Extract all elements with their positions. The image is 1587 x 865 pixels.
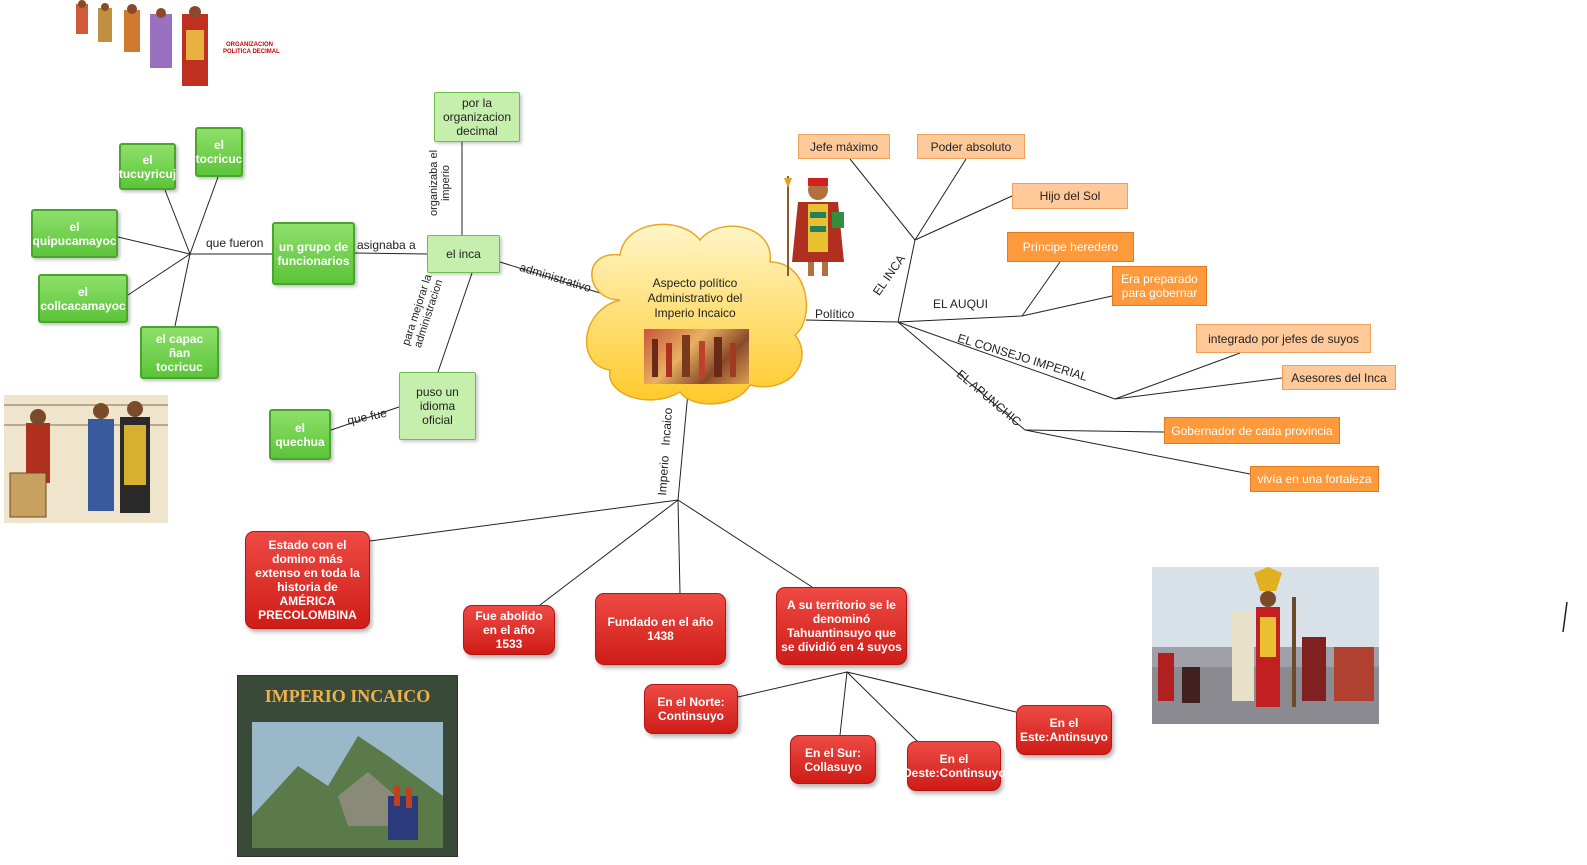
decimal-organization-figures-image: ORGANIZACION POLITICA DECIMAL [68, 0, 298, 96]
label-que-fueron: que fueron [206, 236, 264, 250]
label-asignaba: asignaba a [357, 238, 416, 252]
node-fue-abolido[interactable]: Fue abolido en el año 1533 [463, 605, 555, 655]
node-funcionarios[interactable]: un grupo de funcionarios [272, 222, 355, 285]
logo-caption-line-1: ORGANIZACION [226, 42, 273, 48]
node-gobernador-provincia[interactable]: Gobernador de cada provincia [1164, 417, 1340, 444]
node-principe-heredero[interactable]: Príncipe heredero [1007, 232, 1134, 262]
imperio-incaico-book-image: IMPERIO INCAICO [237, 675, 458, 857]
node-integrado-jefes[interactable]: integrado por jefes de suyos [1196, 324, 1371, 353]
inca-ceremony-image [1152, 567, 1379, 724]
node-estado-dominio[interactable]: Estado con el domino más extenso en toda… [245, 531, 370, 629]
node-fundado[interactable]: Fundado en el año 1438 [595, 593, 726, 665]
node-este[interactable]: En el Este:Antinsuyo [1016, 705, 1112, 755]
center-mural-image [644, 329, 749, 384]
node-organizacion-decimal[interactable]: por la organizacion decimal [434, 92, 520, 142]
inca-figure-image [778, 172, 848, 280]
label-organizaba: organizaba el imperio [428, 149, 452, 217]
node-territorio[interactable]: A su territorio se le denominó Tahuantin… [776, 587, 907, 665]
label-el-auqui: EL AUQUI [933, 297, 988, 311]
node-poder-absoluto[interactable]: Poder absoluto [917, 134, 1025, 159]
center-topic[interactable]: Aspecto político Administrativo del Impe… [647, 276, 743, 320]
node-collcacamayoc[interactable]: el collcacamayoc [38, 274, 128, 323]
logo-caption-line-2: POLITICA DECIMAL [223, 49, 280, 55]
node-idioma-oficial[interactable]: puso un idioma oficial [399, 372, 476, 440]
node-quipucamayoc[interactable]: el quipucamayoc [31, 209, 118, 258]
node-jefe-maximo[interactable]: Jefe máximo [798, 134, 890, 159]
node-era-preparado[interactable]: Era preparado para gobernar [1112, 266, 1207, 306]
node-hijo-del-sol[interactable]: Hijo del Sol [1012, 183, 1128, 209]
node-tocricuc[interactable]: el tocricuc [195, 127, 243, 177]
node-quechua[interactable]: el quechua [269, 409, 331, 460]
node-asesores-inca[interactable]: Asesores del Inca [1282, 365, 1396, 390]
node-el-inca[interactable]: el inca [427, 235, 500, 273]
node-sur[interactable]: En el Sur: Collasuyo [790, 735, 876, 784]
node-capac-nan[interactable]: el capac ñan tocricuc [140, 326, 219, 379]
book-title: IMPERIO INCAICO [264, 686, 431, 706]
node-oeste[interactable]: En el Oeste:Continsuyo [902, 741, 1006, 791]
node-tucuyricuj[interactable]: el tucuyricuj [119, 143, 176, 190]
label-politico: Político [815, 307, 855, 321]
inca-mural-left-image [4, 395, 168, 523]
node-norte[interactable]: En el Norte: Continsuyo [644, 684, 738, 734]
node-vivia-fortaleza[interactable]: vivía en una fortaleza [1250, 466, 1379, 492]
